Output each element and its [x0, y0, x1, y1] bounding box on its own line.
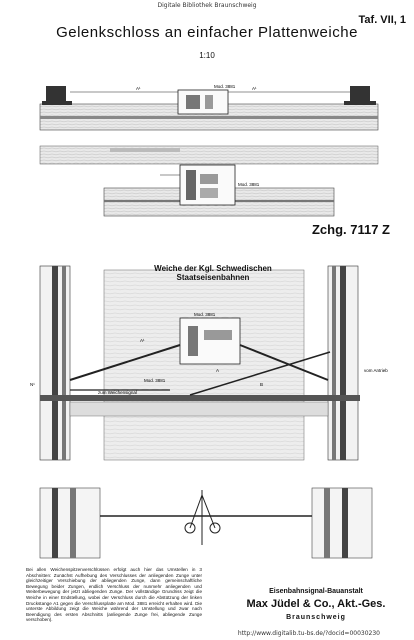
label-mod-plan-b: Mod. 3881: [144, 378, 166, 383]
label-to-signal: zum Weichensignal: [98, 390, 137, 395]
section-view: Mod. 3881: [103, 164, 335, 217]
lock-housing-top: [177, 89, 229, 115]
label-a1-plan: A¹: [140, 338, 145, 343]
detail-view: [39, 487, 373, 559]
label-mod-top: Mod. 3881: [214, 84, 236, 89]
plate-number: Taf. VII, 1: [358, 14, 406, 26]
explanatory-note: Bei allen Weichenspitzenverschlüssen erf…: [26, 567, 202, 623]
rail-left-top: [46, 86, 66, 102]
plan-tie-rod: [40, 395, 360, 401]
rod-top: [40, 116, 378, 119]
label-mod-plan-a: Mod. 3881: [194, 312, 216, 317]
drawing-title: Gelenkschloss an einfacher Plattenweiche: [56, 24, 358, 41]
label-b-plan: B: [260, 382, 263, 387]
rail-right-top: [350, 86, 370, 102]
drawing-scale: 1:10: [199, 51, 215, 60]
elevation-view: A¹ A¹ Mod. 3881: [39, 84, 379, 165]
plan-title: Weiche der Kgl. Schwedischen Staatseisen…: [154, 264, 272, 282]
label-n1-plan: N¹: [30, 382, 35, 387]
maker-name: Max Jüdel & Co., Akt.-Ges.: [246, 598, 386, 610]
plan-view: Mod. 3881 Mod. 3881 zum Weichensignal vo…: [30, 265, 388, 461]
label-a-plan: A: [216, 368, 219, 373]
label-a1-top: A¹: [136, 86, 141, 91]
maker-city: Braunschweig: [286, 614, 346, 621]
label-from-drive: vom Antrieb: [364, 368, 388, 373]
drawing-number: Zchg. 7117 Z: [311, 222, 390, 237]
library-header: Digitale Bibliothek Braunschweig: [157, 2, 257, 9]
source-url: http://www.digitalib.tu-bs.de/?docid=000…: [237, 630, 380, 637]
plan-sleepers: [103, 269, 305, 461]
label-a1-top-right: A¹: [252, 86, 257, 91]
sleeper-lower: [39, 145, 379, 165]
label-mod-mid: Mod. 3881: [238, 182, 260, 187]
maker-line-1: Eisenbahnsignal-Bauanstalt: [269, 588, 363, 595]
